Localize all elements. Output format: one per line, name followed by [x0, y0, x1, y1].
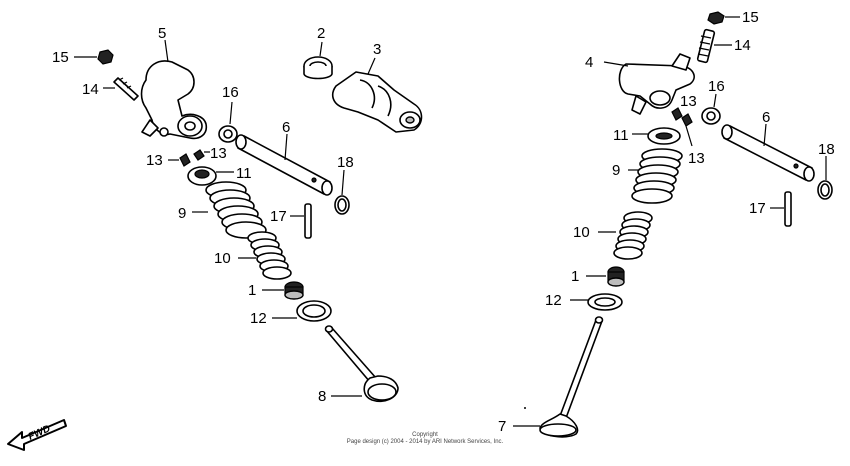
- callout-2: 2: [317, 25, 325, 42]
- callout-1-right: 1: [571, 268, 579, 285]
- callout-11-left: 11: [236, 165, 252, 182]
- fwd-label: FWD: [27, 423, 52, 442]
- part-7-valve-right: [539, 316, 604, 438]
- callout-16-left: 16: [222, 84, 239, 101]
- callout-13-left-a: 13: [146, 152, 163, 169]
- part-10-inner-spring-right: [613, 211, 653, 260]
- part-2-ring: [303, 56, 333, 80]
- callout-16-right: 16: [708, 78, 725, 95]
- callout-12-left: 12: [250, 310, 267, 327]
- callout-10-right: 10: [573, 224, 590, 241]
- callout-11-right: 11: [613, 127, 629, 144]
- callout-14-right: 14: [734, 37, 751, 54]
- part-14-adjust-screw-right: [696, 28, 716, 64]
- part-11-retainer-left: [187, 166, 217, 186]
- callout-4: 4: [585, 54, 593, 71]
- callout-17-right: 17: [749, 200, 766, 217]
- callout-18-left: 18: [337, 154, 354, 171]
- part-18-ring-right: [817, 180, 833, 200]
- callout-10-left: 10: [214, 250, 231, 267]
- callout-17-left: 17: [270, 208, 287, 225]
- callout-13-right-a: 13: [680, 93, 697, 110]
- part-11-retainer-right: [647, 127, 681, 145]
- part-14-adjust-screw-left: [113, 77, 139, 101]
- part-15-nut-right: [707, 11, 725, 25]
- callout-6-right: 6: [762, 109, 770, 126]
- copyright-line-1: Copyright: [412, 432, 438, 438]
- part-12-washer-right: [587, 293, 623, 311]
- copyright-line-2: Page design (c) 2004 - 2014 by ARI Netwo…: [347, 439, 504, 445]
- part-5-rocker-arm-left: [140, 60, 208, 140]
- callout-5: 5: [158, 25, 166, 42]
- callout-1-left: 1: [248, 282, 256, 299]
- part-13-cotters-left: [179, 149, 205, 167]
- part-17-pin-left: [304, 203, 312, 239]
- stray-dot: [524, 407, 526, 409]
- fwd-arrow: FWD: [7, 419, 67, 451]
- callout-14-left: 14: [82, 81, 99, 98]
- part-12-washer-left: [296, 300, 332, 322]
- part-16-ring-right: [701, 107, 721, 125]
- callout-15-left: 15: [52, 49, 69, 66]
- callout-9-right: 9: [612, 162, 620, 179]
- part-6-rocker-shaft-left: [235, 134, 333, 196]
- part-3-camshaft: [331, 71, 423, 133]
- callout-6-left: 6: [282, 119, 290, 136]
- callout-7: 7: [498, 418, 506, 435]
- part-15-nut-left: [97, 49, 114, 65]
- callout-12-right: 12: [545, 292, 562, 309]
- part-4-rocker-arm-right: [618, 53, 695, 115]
- callout-15-right: 15: [742, 9, 759, 26]
- callout-8: 8: [318, 388, 326, 405]
- part-18-ring-left: [334, 195, 350, 215]
- part-8-valve-left: [324, 325, 399, 403]
- callout-13-right-b: 13: [688, 150, 705, 167]
- part-10-inner-spring-left: [247, 231, 292, 280]
- callout-13-left-b: 13: [210, 145, 227, 162]
- callout-18-right: 18: [818, 141, 835, 158]
- callout-3: 3: [373, 41, 381, 58]
- callout-9-left: 9: [178, 205, 186, 222]
- part-9-outer-spring-left: [205, 181, 267, 239]
- part-1-stem-seal-left: [284, 281, 304, 300]
- part-9-outer-spring-right: [631, 148, 683, 204]
- part-17-pin-right: [784, 191, 792, 227]
- part-6-rocker-shaft-right: [721, 124, 815, 182]
- part-13-cotters-right: [671, 107, 693, 127]
- part-16-ring-left: [218, 125, 238, 143]
- part-1-stem-seal-right: [607, 266, 625, 287]
